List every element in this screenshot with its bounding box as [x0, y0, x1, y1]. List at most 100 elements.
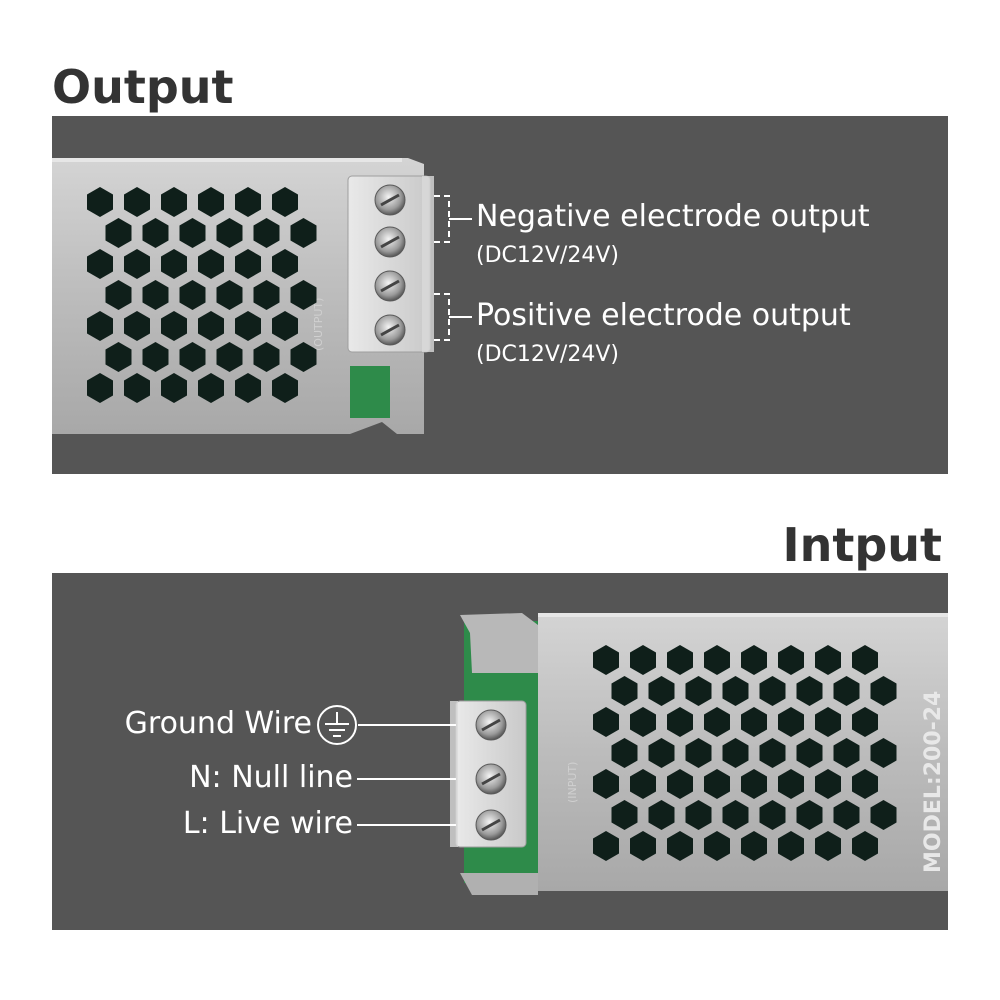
input-terminal-print: (INPUT)	[566, 762, 579, 803]
vent-hole	[198, 249, 224, 279]
vent-hole	[815, 831, 841, 861]
vent-hole	[759, 800, 786, 830]
vent-hole	[778, 707, 804, 737]
screw-slot	[481, 718, 501, 732]
ventilation-holes	[593, 645, 897, 861]
vent-hole	[667, 707, 693, 737]
vent-hole	[593, 769, 619, 799]
vent-hole	[290, 342, 317, 372]
input-photo-panel: MODEL:200-24 (INPUT) Ground Wire N: Null…	[52, 573, 948, 930]
vent-hole	[611, 800, 638, 830]
vent-hole	[778, 831, 804, 861]
vent-hole	[161, 249, 187, 279]
leader-lines	[357, 724, 456, 826]
vent-hole	[815, 707, 841, 737]
vent-hole	[124, 187, 150, 217]
vent-hole	[852, 831, 878, 861]
vent-hole	[593, 645, 619, 675]
vent-hole	[759, 676, 786, 706]
vent-hole	[216, 218, 243, 248]
negative-output-voltage: (DC12V/24V)	[476, 243, 619, 268]
vent-hole	[161, 311, 187, 341]
vent-hole	[759, 738, 786, 768]
output-power-supply-image: (OUTPUT)	[52, 158, 472, 434]
vent-hole	[142, 342, 169, 372]
vent-hole	[630, 707, 656, 737]
vent-hole	[216, 280, 243, 310]
live-wire-label: L: Live wire	[182, 806, 353, 841]
vent-hole	[198, 187, 224, 217]
vent-hole	[105, 342, 132, 372]
screw-slot	[481, 772, 501, 786]
vent-hole	[648, 676, 675, 706]
screw-slot	[380, 323, 400, 337]
vent-hole	[290, 280, 317, 310]
vent-hole	[235, 373, 261, 403]
vent-hole	[142, 218, 169, 248]
vent-hole	[235, 311, 261, 341]
vent-hole	[741, 645, 767, 675]
bracket-lines	[434, 195, 450, 341]
vent-hole	[198, 311, 224, 341]
vent-hole	[796, 738, 823, 768]
vent-hole	[778, 645, 804, 675]
vent-hole	[253, 342, 280, 372]
ground-symbol-icon	[317, 705, 357, 745]
vent-hole	[722, 800, 749, 830]
vent-hole	[833, 738, 860, 768]
vent-hole	[253, 218, 280, 248]
vent-hole	[87, 249, 113, 279]
vent-hole	[179, 342, 206, 372]
vent-hole	[833, 800, 860, 830]
vent-hole	[704, 831, 730, 861]
vent-hole	[87, 373, 113, 403]
vent-hole	[272, 249, 298, 279]
vent-hole	[870, 676, 897, 706]
vent-hole	[833, 676, 860, 706]
vent-hole	[741, 831, 767, 861]
vent-hole	[124, 249, 150, 279]
vent-hole	[870, 738, 897, 768]
vent-hole	[667, 831, 693, 861]
ventilation-holes	[87, 187, 317, 403]
model-print: MODEL:200-24	[921, 691, 946, 873]
vent-hole	[796, 676, 823, 706]
vent-hole	[105, 280, 132, 310]
vent-hole	[870, 800, 897, 830]
vent-hole	[722, 676, 749, 706]
negative-output-label: Negative electrode output	[476, 199, 870, 234]
vent-hole	[852, 645, 878, 675]
vent-hole	[216, 342, 243, 372]
vent-hole	[272, 311, 298, 341]
vent-hole	[611, 676, 638, 706]
vent-hole	[593, 707, 619, 737]
ground-wire-label: Ground Wire	[124, 706, 312, 741]
vent-hole	[704, 707, 730, 737]
vent-hole	[685, 676, 712, 706]
screw-slot	[481, 818, 501, 832]
vent-hole	[272, 373, 298, 403]
vent-hole	[87, 187, 113, 217]
input-power-supply-image: MODEL:200-24 (INPUT)	[317, 613, 948, 895]
vent-hole	[235, 249, 261, 279]
vent-hole	[611, 738, 638, 768]
vent-hole	[161, 187, 187, 217]
output-photo-panel: (OUTPUT) Negative electrode output (DC12…	[52, 116, 948, 474]
vent-hole	[124, 373, 150, 403]
vent-hole	[815, 769, 841, 799]
vent-hole	[105, 218, 132, 248]
vent-hole	[685, 800, 712, 830]
vent-hole	[852, 769, 878, 799]
vent-hole	[796, 800, 823, 830]
screw-slot	[380, 193, 400, 207]
vent-hole	[741, 769, 767, 799]
vent-hole	[253, 280, 280, 310]
vent-hole	[630, 831, 656, 861]
positive-output-label: Positive electrode output	[476, 298, 851, 333]
input-section-title: Intput	[782, 518, 942, 572]
null-line-label: N: Null line	[189, 760, 353, 795]
vent-hole	[741, 707, 767, 737]
vent-hole	[179, 218, 206, 248]
output-terminal-print: (OUTPUT)	[312, 298, 325, 351]
vent-hole	[630, 645, 656, 675]
